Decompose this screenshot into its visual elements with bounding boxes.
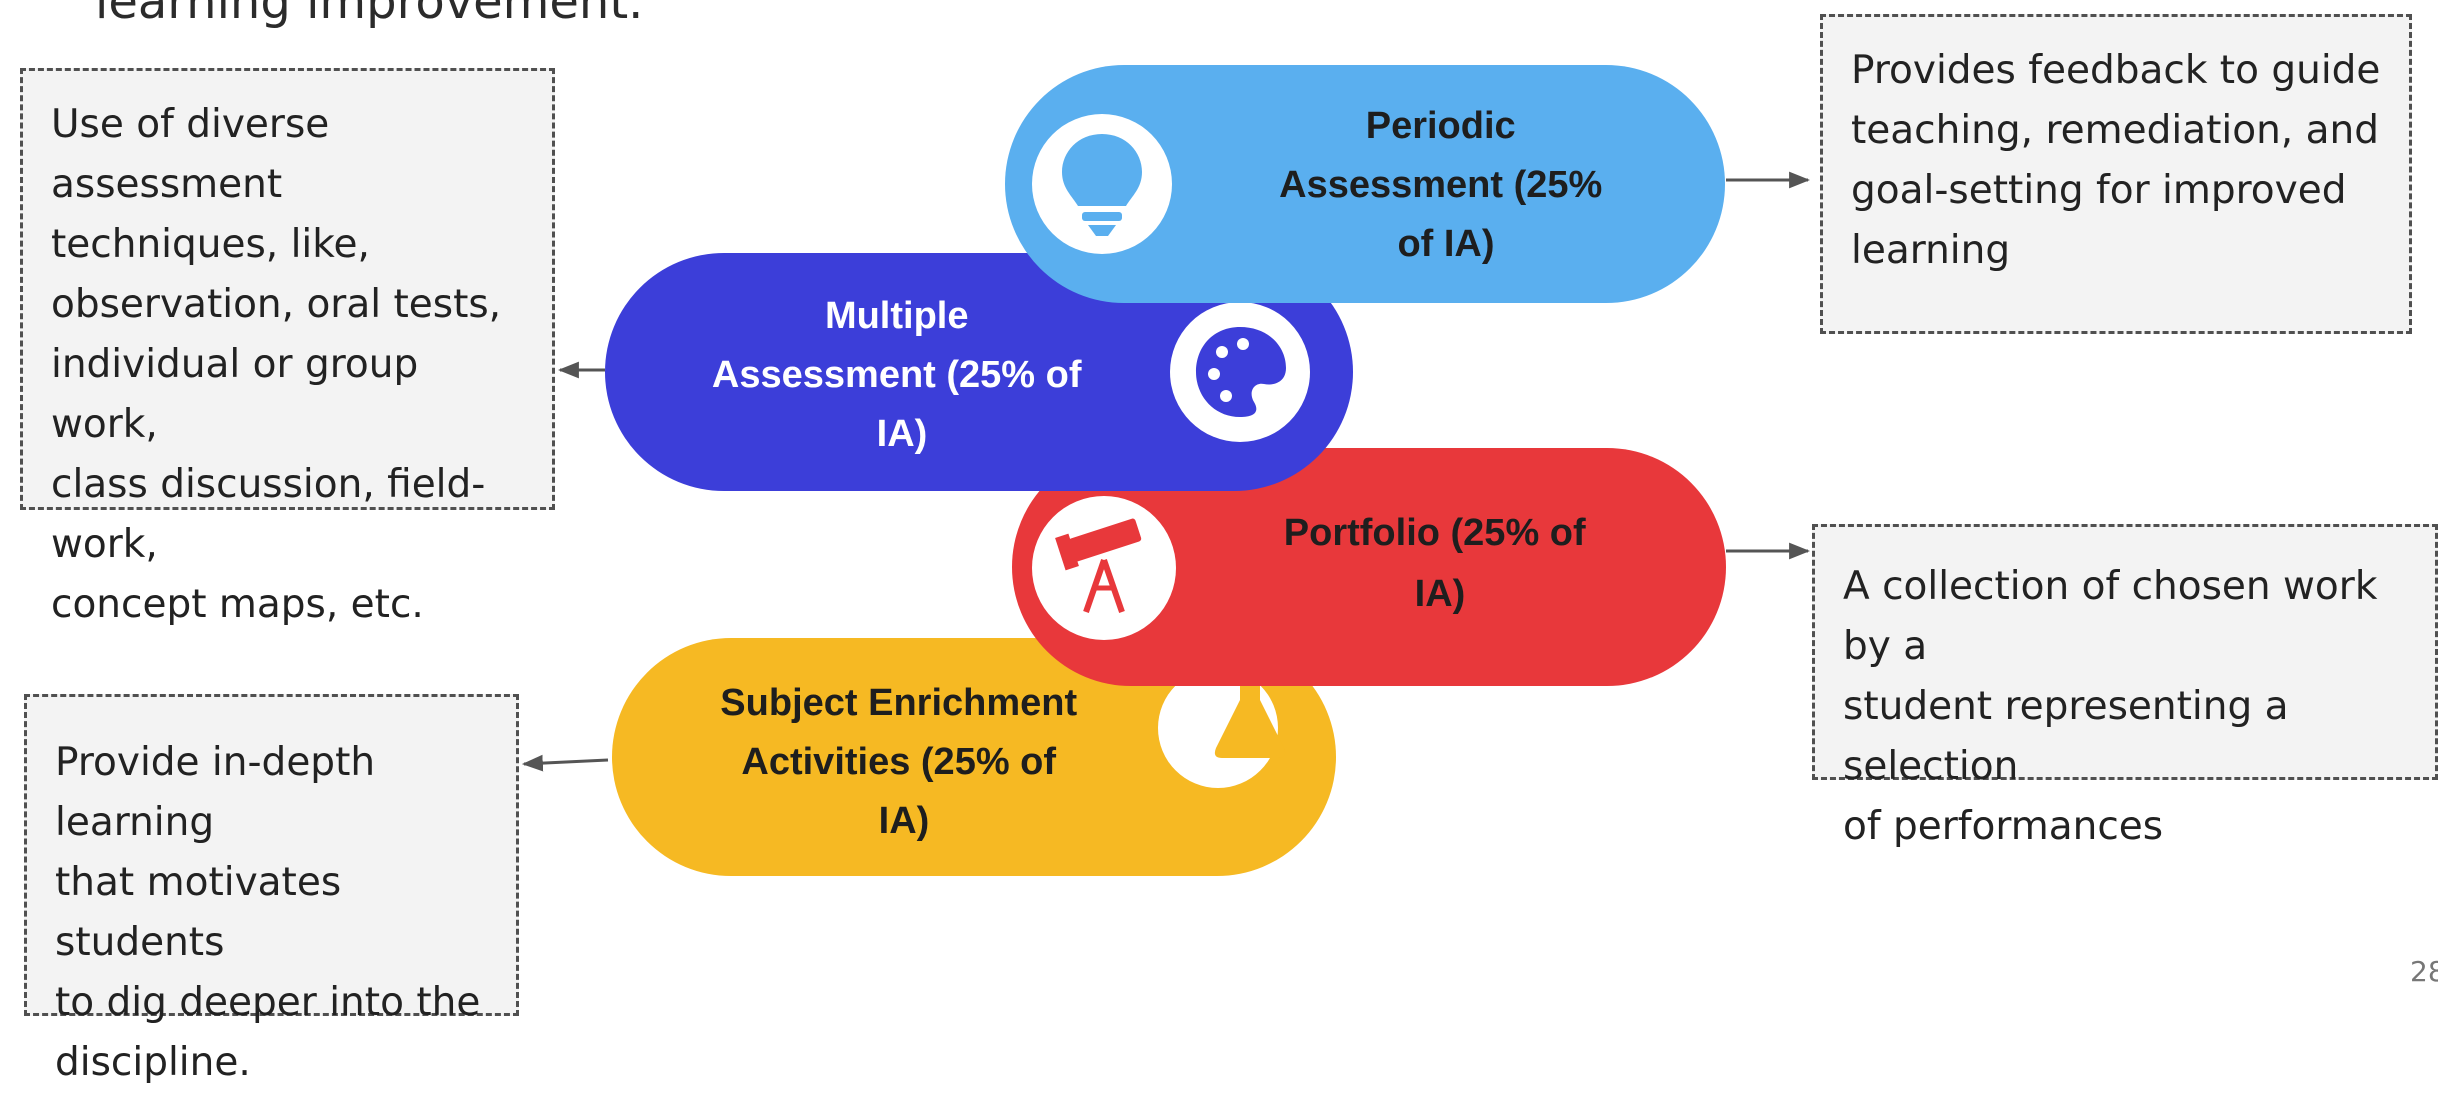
note-line: student representing a selection <box>1843 684 2289 789</box>
note-portfolio: A collection of chosen work by a student… <box>1812 524 2438 849</box>
note-line: teaching, remediation, and <box>1851 108 2379 153</box>
note-line: Use of diverse assessment <box>51 102 330 207</box>
note-line: concept maps, etc. <box>51 582 424 627</box>
lightbulb-icon <box>1062 134 1142 236</box>
note-line: class discussion, field-work, <box>51 462 486 567</box>
note-line: goal-setting for improved <box>1851 168 2347 213</box>
pill-periodic-shape <box>1005 65 1725 303</box>
note-line: Provides feedback to guide <box>1851 48 2381 93</box>
note-line: of performances <box>1843 804 2164 849</box>
note-line: Provide in-depth learning <box>55 740 376 845</box>
page-number: 28 <box>2410 955 2438 988</box>
pill-portfolio-label: Portfolio (25% of IA) <box>1284 512 1596 615</box>
palette-icon <box>1196 327 1286 417</box>
note-line: techniques, like, <box>51 222 370 267</box>
slide-heading: learning improvement. <box>95 0 644 30</box>
pill-subject-line-1: Subject Enrichment <box>720 682 1077 724</box>
arrow-subject <box>521 754 609 772</box>
pill-periodic-line-3: of IA) <box>1397 223 1494 265</box>
assessment-diagram: Subject Enrichment Activities (25% of IA… <box>521 65 1811 876</box>
pill-subject-line-3: IA) <box>879 800 930 842</box>
pill-multiple-label: Multiple Assessment (25% of IA) <box>712 295 1092 455</box>
pill-periodic-line-2: Assessment (25% <box>1279 164 1602 206</box>
pill-subject: Subject Enrichment Activities (25% of IA… <box>612 638 1336 876</box>
note-subject-enrichment: Provide in-depth learning that motivates… <box>24 694 519 1085</box>
note-line: learning <box>1851 228 2011 273</box>
pill-periodic: Periodic Assessment (25% of IA) <box>1005 65 1725 303</box>
pill-multiple-line-1: Multiple <box>825 295 969 337</box>
note-line: discipline. <box>55 1040 251 1085</box>
pill-multiple-line-3: IA) <box>877 413 928 455</box>
pill-portfolio-shape <box>1012 448 1726 686</box>
pill-periodic-label: Periodic Assessment (25% of IA) <box>1279 105 1613 265</box>
pill-multiple-shape <box>605 253 1353 491</box>
pill-portfolio-line-1: Portfolio (25% of <box>1284 512 1586 554</box>
pill-portfolio: Portfolio (25% of IA) <box>1012 448 1726 686</box>
note-line: A collection of chosen work by a <box>1843 564 2378 669</box>
pill-portfolio-line-2: IA) <box>1415 573 1466 615</box>
pill-subject-label: Subject Enrichment Activities (25% of IA… <box>720 682 1087 842</box>
telescope-icon <box>1055 518 1142 613</box>
pill-multiple: Multiple Assessment (25% of IA) <box>605 253 1353 491</box>
note-line: that motivates students <box>55 860 342 965</box>
pill-periodic-line-1: Periodic <box>1366 105 1516 147</box>
pill-subject-shape <box>612 638 1336 876</box>
pill-subject-line-2: Activities (25% of <box>741 741 1056 783</box>
note-line: observation, oral tests, <box>51 282 502 327</box>
note-line: to dig deeper into the <box>55 980 481 1025</box>
pill-multiple-line-2: Assessment (25% of <box>712 354 1082 396</box>
note-periodic-assessment: Provides feedback to guide teaching, rem… <box>1820 14 2412 334</box>
note-multiple-assessment: Use of diverse assessment techniques, li… <box>20 68 555 627</box>
note-line: individual or group work, <box>51 342 419 447</box>
